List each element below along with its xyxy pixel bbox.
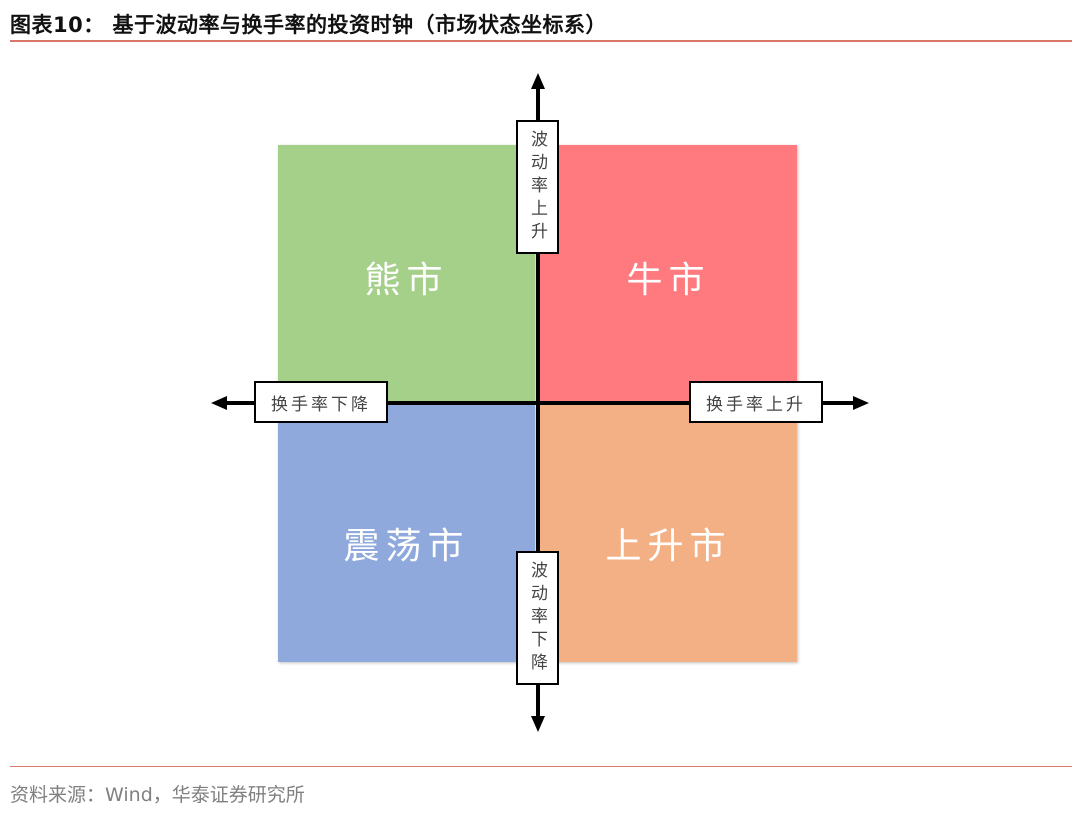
horizontal-axis (224, 401, 858, 405)
source-note: 资料来源：Wind，华泰证券研究所 (10, 784, 305, 806)
axis-label-turnover-up: 换手率上升 (689, 381, 823, 423)
arrow-left-icon (211, 396, 227, 410)
quadrant-label: 震荡市 (343, 526, 470, 567)
quadrant-label: 熊市 (364, 260, 449, 301)
quadrant-rising-market: 上升市 (540, 405, 797, 662)
figure-title: 图表10： 基于波动率与换手率的投资时钟（市场状态坐标系） (10, 13, 608, 37)
quadrant-bull-market: 牛市 (540, 145, 797, 402)
quadrant-label: 上升市 (605, 526, 732, 567)
arrow-right-icon (853, 396, 869, 410)
quadrant-oscillating-market: 震荡市 (278, 405, 535, 662)
axis-label-turnover-down: 换手率下降 (254, 381, 388, 423)
axis-label-volatility-down: 波动率下降 (516, 551, 559, 685)
arrow-up-icon (531, 73, 545, 89)
axis-label-volatility-up: 波动率上升 (516, 120, 559, 254)
arrow-down-icon (531, 716, 545, 732)
footer-divider (10, 766, 1072, 767)
title-divider (10, 40, 1072, 42)
quadrant-bear-market: 熊市 (278, 145, 535, 402)
quadrant-label: 牛市 (626, 260, 711, 301)
